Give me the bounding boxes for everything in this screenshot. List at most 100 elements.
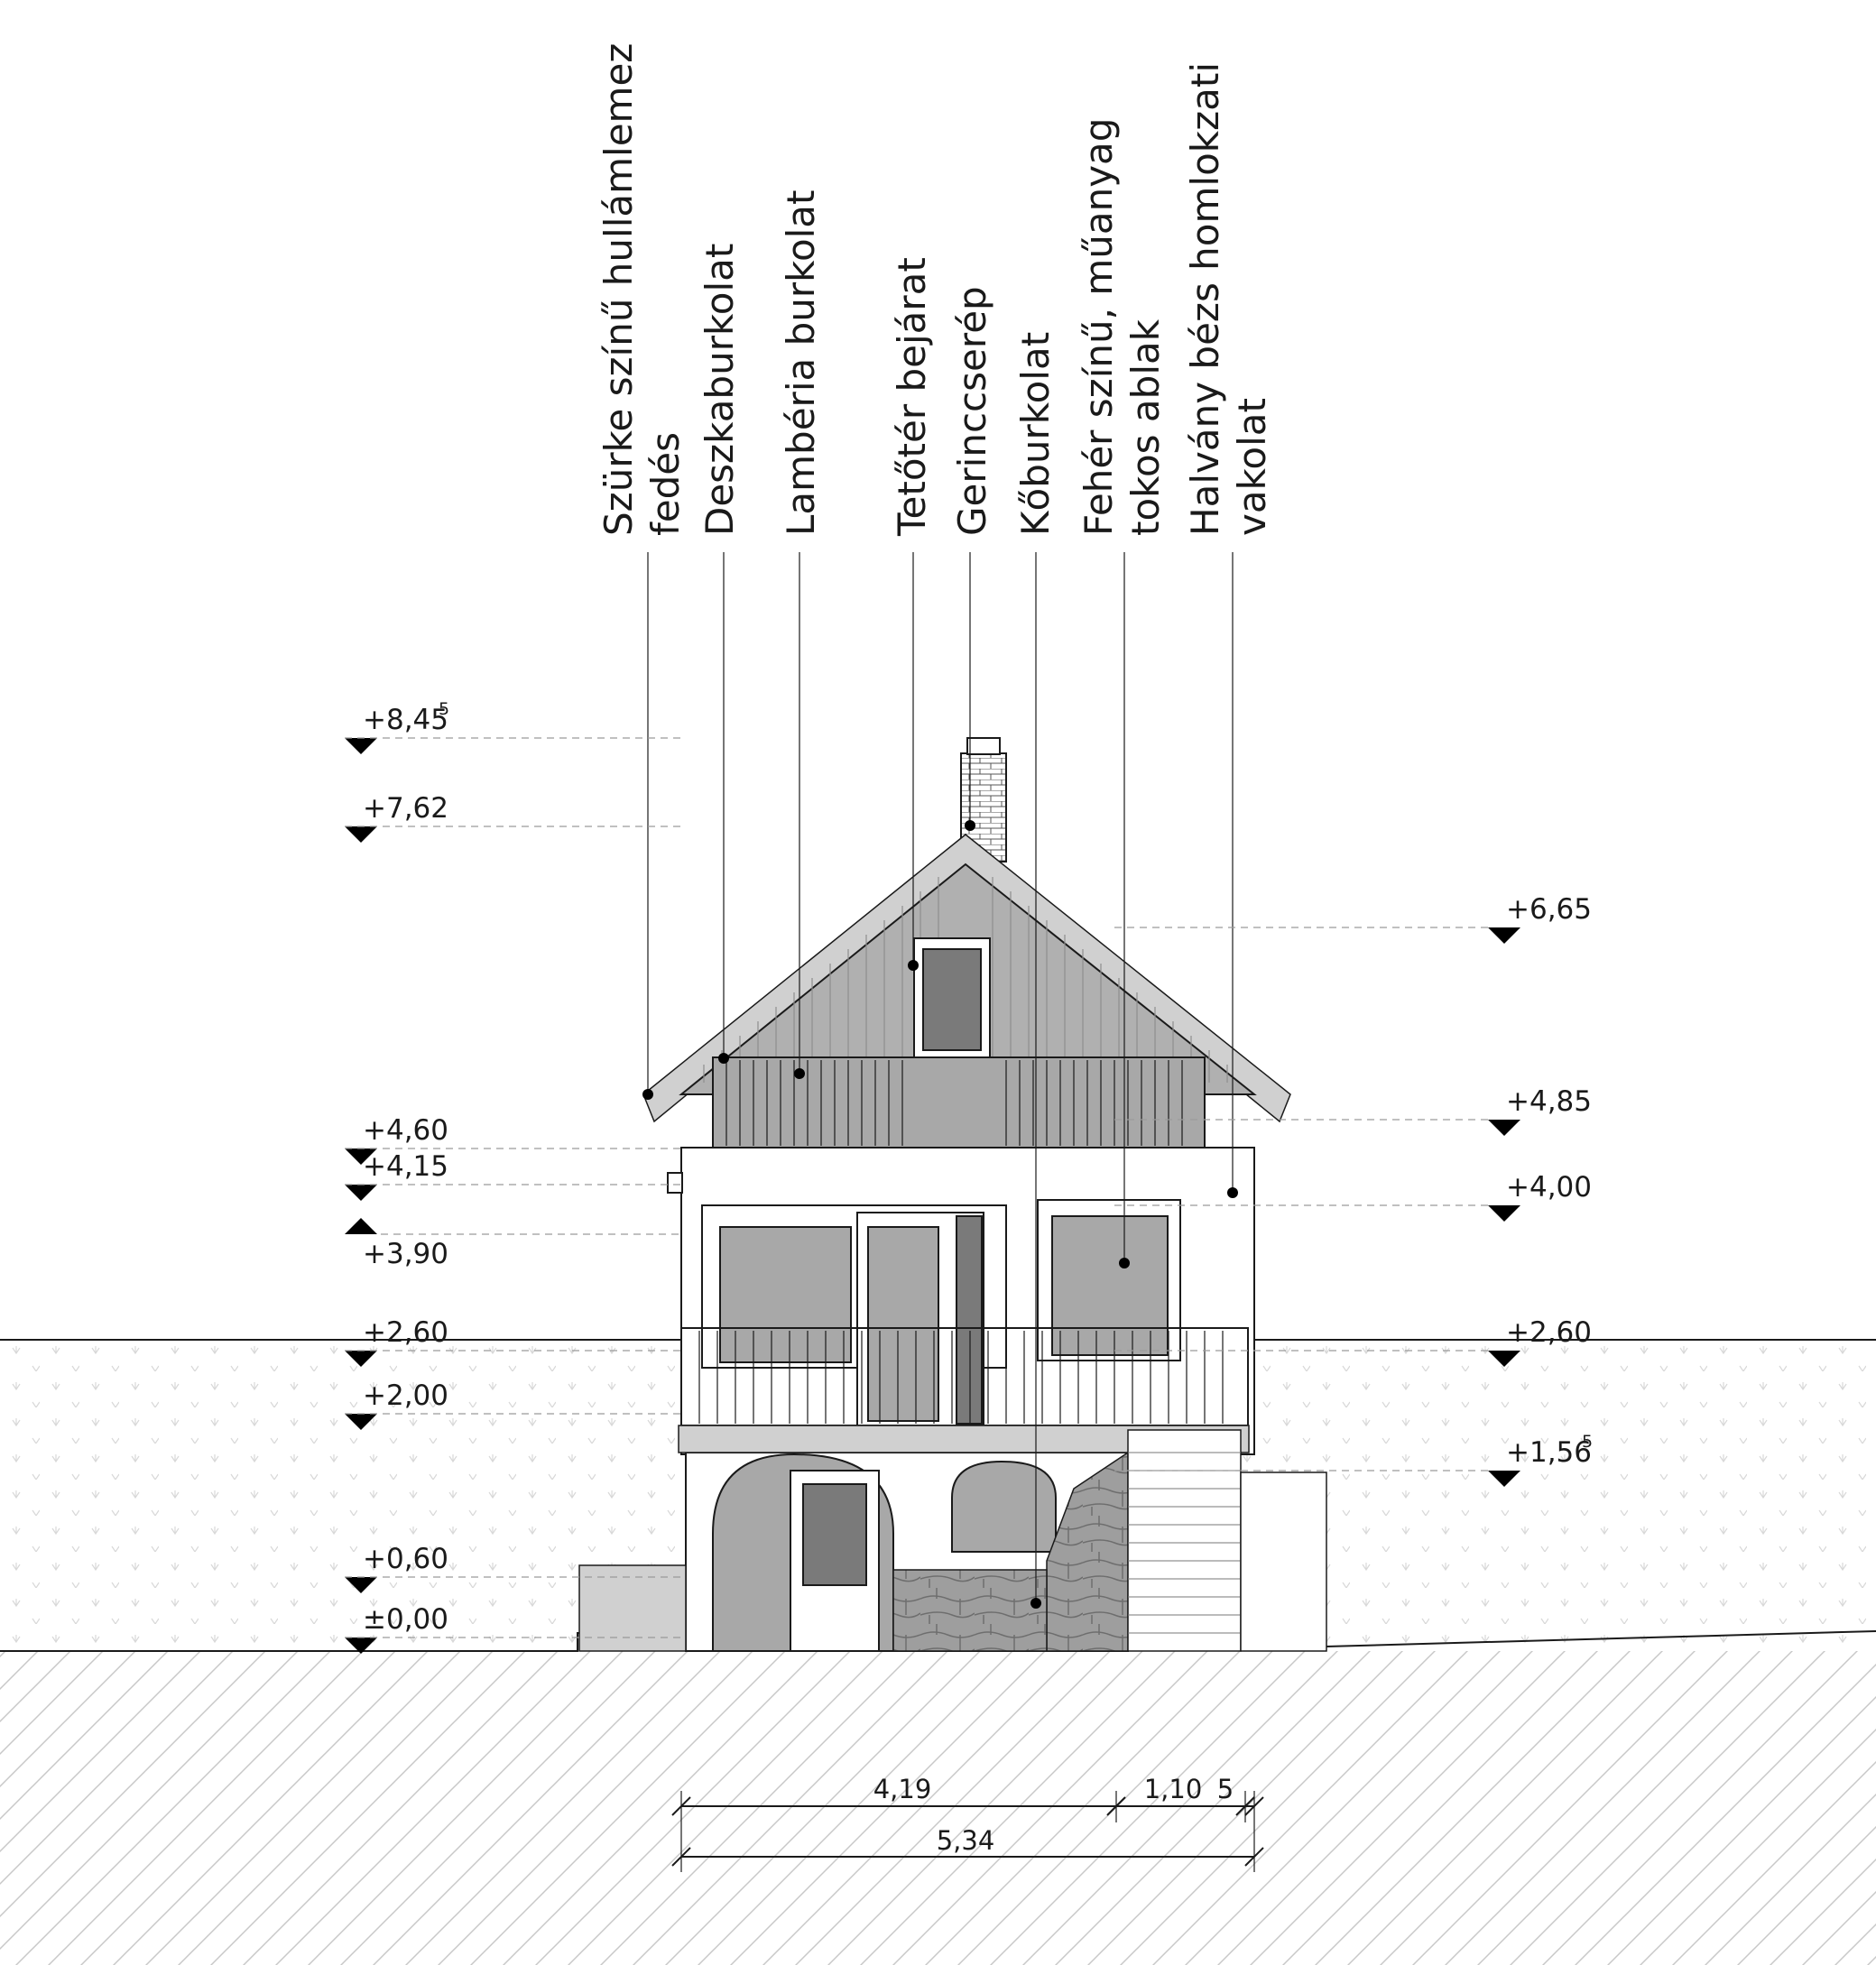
level-label: +7,62: [363, 792, 448, 825]
arched-window: [951, 1460, 1057, 1553]
level-mark-levels_left-6: +2,60: [345, 1316, 681, 1367]
wall-lamp: [667, 1172, 683, 1194]
leader-dot: [1030, 1598, 1041, 1609]
leader-dot: [908, 960, 919, 971]
level-triangle: [345, 1149, 377, 1165]
annotation-2: Deszkaburkolat: [698, 244, 742, 1064]
level-label: +0,60: [363, 1543, 448, 1575]
level-mark-levels_right-2: +4,85: [1110, 1085, 1592, 1136]
window-right: [1051, 1215, 1169, 1356]
level-label: +6,65: [1506, 893, 1592, 926]
level-triangle: [1488, 1471, 1520, 1487]
level-mark-levels_left-2: +7,62: [345, 792, 681, 843]
level-triangle: [1488, 927, 1520, 944]
annotation-label: tokos ablak: [1123, 318, 1168, 536]
level-label: +4,00: [1506, 1171, 1592, 1204]
balcony-side-light: [956, 1215, 983, 1425]
level-triangle: [345, 1414, 377, 1430]
annotation-4: Tetőtér bejárat: [890, 257, 934, 971]
annotation-3: Lambéria burkolat: [779, 189, 823, 1079]
level-label: +1,56: [1506, 1436, 1592, 1469]
level-label: +2,60: [1506, 1316, 1592, 1349]
upper-railing-balusters: [725, 1060, 1183, 1146]
level-label-superscript: 5: [1582, 1432, 1593, 1452]
dim-tick-4: [1244, 1796, 1264, 1816]
level-label: +3,90: [363, 1238, 448, 1270]
level-mark-levels_right-4: +2,60: [1110, 1316, 1592, 1367]
dim-text-total: 5,34: [937, 1825, 995, 1856]
level-label: ±0,00: [363, 1603, 448, 1636]
level-label-superscript: 5: [439, 699, 449, 719]
level-label: +4,60: [363, 1114, 448, 1147]
level-label: +2,00: [363, 1379, 448, 1412]
level-triangle: [345, 1218, 377, 1234]
leader-dot: [718, 1053, 729, 1064]
retaining-wall: [1240, 1471, 1327, 1652]
dim-tick-2: [1106, 1796, 1126, 1816]
level-triangle: [345, 826, 377, 843]
chimney-cap: [966, 737, 1001, 755]
annotation-label: Gerinccserép: [950, 286, 994, 536]
level-mark-levels_left-1: +8,455: [345, 699, 681, 754]
level-label: +8,45: [363, 704, 448, 736]
dim-tick-3: [1235, 1796, 1255, 1816]
annotation-label: Tetőtér bejárat: [890, 257, 934, 537]
upper-railing: [712, 1056, 1206, 1149]
level-triangle: [345, 1638, 377, 1654]
annotation-label: Lambéria burkolat: [779, 189, 823, 536]
dim-text-seg-a: 4,19: [873, 1774, 932, 1804]
level-label: +2,60: [363, 1316, 448, 1349]
dim-tick-6: [1244, 1847, 1264, 1867]
roof-fascia: [642, 834, 1291, 1123]
level-triangle: [1488, 1120, 1520, 1136]
level-mark-levels_left-3: +4,60: [345, 1114, 681, 1165]
level-mark-levels_right-3: +4,00: [1110, 1171, 1592, 1222]
leader-dot: [1119, 1258, 1130, 1268]
stair: [1127, 1429, 1242, 1652]
annotation-label: Fehér színű, műanyag: [1077, 118, 1121, 536]
ground-line-right: [1326, 1630, 1876, 1647]
level-triangle: [345, 1351, 377, 1367]
leader-dot: [642, 1089, 653, 1100]
level-triangle: [345, 1185, 377, 1201]
level-label: +4,15: [363, 1150, 448, 1183]
annotation-label: Szürke színű hullámlemez: [596, 43, 641, 536]
level-mark-levels_left-4: +4,15: [345, 1150, 681, 1201]
annotation-5: Gerinccserép: [950, 286, 994, 831]
lower-railing-balusters: [698, 1331, 1224, 1424]
level-triangle: [1488, 1351, 1520, 1367]
dim-text-seg-c: 5: [1217, 1774, 1234, 1804]
balcony-door: [867, 1226, 939, 1422]
leader-dot: [965, 820, 975, 831]
annotation-label: Halvány bézs homlokzati: [1183, 62, 1227, 536]
stone-plinth: [892, 1569, 1048, 1652]
level-mark-levels_left-8: +0,60: [345, 1543, 681, 1593]
leader-dot: [794, 1068, 805, 1079]
level-marks: +8,455+7,62+4,60+4,15+3,90+2,60+2,00+0,6…: [345, 699, 1593, 1654]
level-triangle: [1488, 1205, 1520, 1222]
level-label: +4,85: [1506, 1085, 1592, 1118]
dim-tick-1: [671, 1796, 691, 1816]
soil-hatch: [0, 1651, 1876, 1965]
level-mark-levels_right-1: +6,65: [1110, 893, 1592, 944]
level-mark-levels_left-7: +2,00: [345, 1379, 681, 1430]
level-mark-levels_left-5: +3,90: [345, 1218, 681, 1270]
entrance-door-glass: [802, 1483, 867, 1586]
level-mark-levels_left-9: ±0,00: [345, 1603, 681, 1654]
bench: [578, 1564, 687, 1652]
annotation-label: fedés: [643, 432, 688, 536]
level-triangle: [345, 738, 377, 754]
annotation-label: Kőburkolat: [1013, 332, 1058, 536]
attic-door-glass: [922, 948, 982, 1051]
stone-cladding: [1046, 1451, 1129, 1652]
dim-text-seg-b: 1,10: [1144, 1774, 1203, 1804]
dimension-chains: 4,19 1,10 5 5,34: [671, 1774, 1264, 1872]
annotation-6: Kőburkolat: [1013, 332, 1058, 1609]
annotation-label: Deszkaburkolat: [698, 244, 742, 536]
window-left: [719, 1226, 852, 1363]
